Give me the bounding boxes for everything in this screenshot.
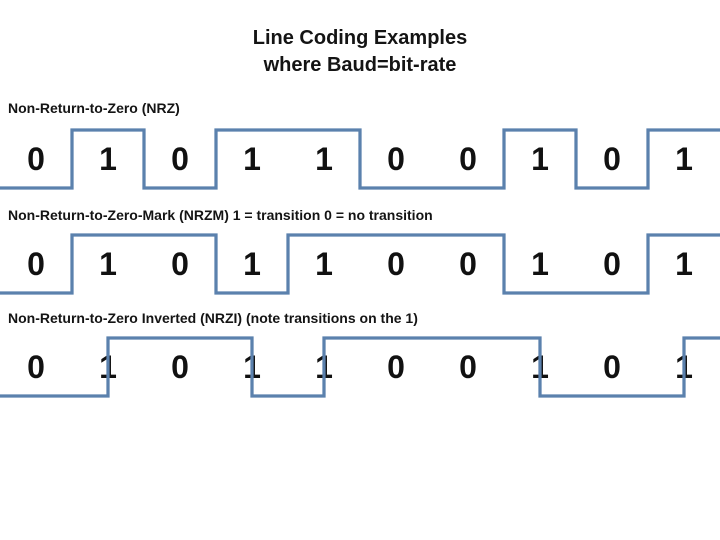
- nrz-bit-value: 1: [315, 140, 333, 177]
- nrzi-bit-value: 0: [171, 348, 189, 385]
- nrzi-bit-value: 0: [603, 348, 621, 385]
- nrzm-section-label: Non-Return-to-Zero-Mark (NRZM) 1 = trans…: [8, 207, 433, 223]
- nrzm-bit-labels: 0 1 0 1 1 0 0 1 0 1: [0, 233, 720, 295]
- nrzm-bit-value: 0: [603, 245, 621, 282]
- nrz-waveform: 0 1 0 1 1 0 0 1 0 1: [0, 128, 720, 190]
- nrzi-signal-trace: [0, 336, 720, 398]
- nrz-bit-value: 1: [675, 140, 693, 177]
- nrzi-bit-value: 0: [459, 348, 477, 385]
- nrzm-bit-value: 0: [459, 245, 477, 282]
- nrz-bit-value: 1: [531, 140, 549, 177]
- nrz-bit-value: 0: [603, 140, 621, 177]
- nrz-section-label: Non-Return-to-Zero (NRZ): [8, 100, 180, 116]
- nrzi-bit-value: 0: [387, 348, 405, 385]
- nrz-bit-value: 1: [243, 140, 261, 177]
- nrz-bit-value: 1: [99, 140, 117, 177]
- nrzm-bit-value: 1: [675, 245, 693, 282]
- nrzm-signal-trace: [0, 233, 720, 295]
- nrzm-bit-value: 0: [171, 245, 189, 282]
- nrz-bit-value: 0: [27, 140, 45, 177]
- nrzm-bit-value: 1: [99, 245, 117, 282]
- nrz-signal-trace: [0, 128, 720, 190]
- nrzm-bit-value: 1: [315, 245, 333, 282]
- nrzm-bit-value: 1: [243, 245, 261, 282]
- title-line-1: Line Coding Examples: [252, 27, 468, 49]
- nrz-bit-value: 0: [387, 140, 405, 177]
- slide-title: Line Coding Examples where Baud=bit-rate: [0, 25, 720, 79]
- nrzm-bit-value: 1: [531, 245, 549, 282]
- nrz-bit-labels: 0 1 0 1 1 0 0 1 0 1: [0, 128, 720, 190]
- nrzm-bit-value: 0: [387, 245, 405, 282]
- nrzm-waveform: 0 1 0 1 1 0 0 1 0 1: [0, 233, 720, 295]
- title-line-2: where Baud=bit-rate: [263, 54, 457, 76]
- nrzi-section-label: Non-Return-to-Zero Inverted (NRZI) (note…: [8, 310, 418, 326]
- nrzi-bit-value: 0: [27, 348, 45, 385]
- nrz-bit-value: 0: [459, 140, 477, 177]
- nrz-bit-value: 0: [171, 140, 189, 177]
- nrzm-bit-value: 0: [27, 245, 45, 282]
